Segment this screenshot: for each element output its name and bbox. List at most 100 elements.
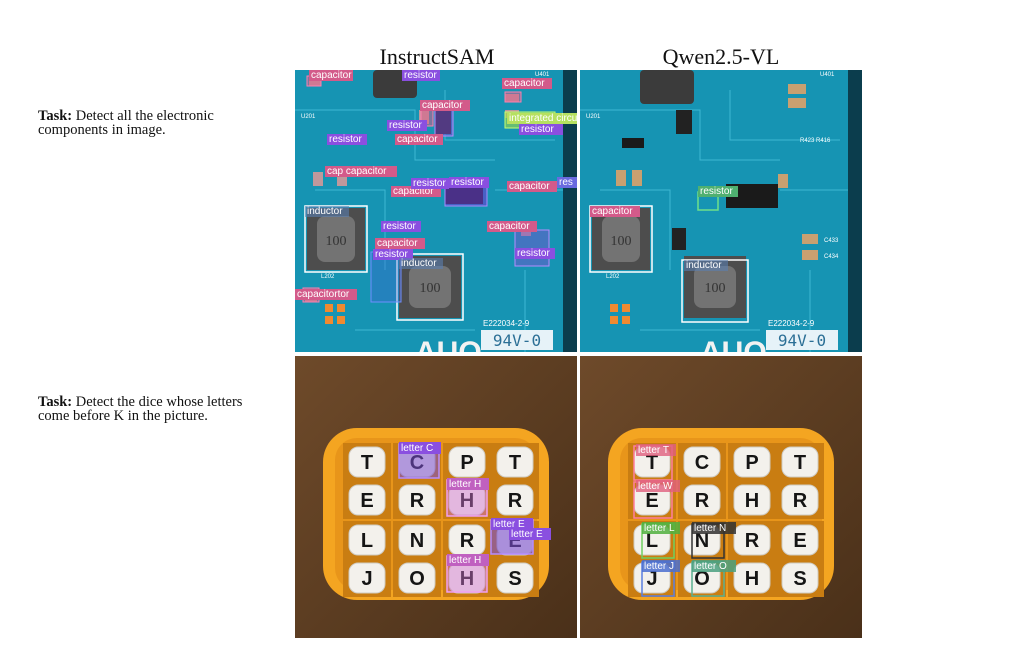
die-letter: S: [793, 568, 806, 590]
die-letter: H: [745, 568, 759, 590]
det-label: letter H: [449, 479, 481, 490]
det-label: letter T: [638, 445, 669, 456]
detection-labels: letter C letter H letter E letter E lett…: [399, 442, 551, 566]
die-letter: J: [646, 568, 657, 590]
det-label: cap capacitor: [327, 166, 387, 177]
die: [733, 524, 771, 556]
die-letter: R: [508, 490, 523, 512]
det-label: resistor: [413, 178, 446, 189]
det-label: letter O: [694, 561, 727, 572]
board-text: R423 R416: [800, 138, 831, 144]
det-label: resistor: [517, 248, 550, 259]
det-label: letter N: [694, 523, 726, 534]
die: [781, 562, 819, 594]
die-letter: E: [360, 490, 373, 512]
die: [398, 484, 436, 516]
die: [348, 446, 386, 478]
die-letter: T: [794, 452, 806, 474]
inductor-1: 100: [592, 208, 650, 270]
board-text: U401: [820, 72, 835, 78]
die-letter: T: [646, 452, 658, 474]
board-text: C433: [824, 238, 839, 244]
det-label: letter L: [644, 523, 675, 534]
detection-labels: letter T letter W letter L letter N lett…: [636, 444, 736, 572]
det-label: resistor: [404, 70, 437, 81]
board-text: C434: [824, 254, 839, 260]
board-text: L202: [321, 274, 335, 280]
det-label: resistor: [389, 120, 422, 131]
die: [496, 446, 534, 478]
board-text: AUO: [415, 336, 482, 352]
board-text: L202: [606, 274, 620, 280]
task-1: Task: Detect all the electronic componen…: [38, 108, 274, 138]
inductor-2: 100: [307, 208, 365, 270]
det-label: letter E: [511, 529, 543, 540]
det-label: capacitor: [393, 186, 434, 197]
die-letter: P: [460, 452, 473, 474]
det-label: resistor: [700, 186, 733, 197]
det-label: integrated circuit: [509, 113, 577, 124]
det-label: capacitor: [311, 70, 352, 81]
task-label: Task:: [38, 108, 73, 124]
die: [733, 562, 771, 594]
inductor-marking: 100: [420, 281, 441, 296]
die: [398, 562, 436, 594]
board-text: 94V-0: [493, 331, 541, 350]
die-letter: N: [695, 530, 709, 552]
board-text: U401: [535, 72, 550, 78]
die: [781, 524, 819, 556]
task-text: Detect the dice whose letters come befor…: [38, 394, 243, 424]
board-text: E222034-2-9: [768, 319, 815, 328]
die-letter: P: [745, 452, 758, 474]
die: [683, 484, 721, 516]
column-title-instructsam: InstructSAM: [379, 44, 495, 69]
die-letter: R: [460, 530, 475, 552]
det-label: capacitor: [592, 206, 633, 217]
det-label: letter E: [493, 519, 525, 530]
die: [448, 446, 486, 478]
die: [683, 446, 721, 478]
die-letter: E: [793, 530, 806, 552]
inductor-marking: 100: [326, 234, 347, 249]
die: [781, 484, 819, 516]
board-text: U201: [301, 114, 316, 120]
die-letter: L: [361, 530, 373, 552]
die-letter: J: [361, 568, 372, 590]
board-text: 94V-0: [778, 331, 826, 350]
task-2: Task: Detect the dice whose letters come…: [38, 394, 274, 424]
det-label: capacitor: [422, 100, 463, 111]
die-letter: N: [410, 530, 424, 552]
die-letter: T: [361, 452, 373, 474]
det-label: resistor: [451, 177, 484, 188]
die: [496, 484, 534, 516]
die-letter: R: [695, 490, 710, 512]
detection-labels: capacitor resistor capacitor capacitor r…: [295, 70, 577, 300]
die-letter: T: [509, 452, 521, 474]
die: [781, 446, 819, 478]
die: [348, 524, 386, 556]
board-text: E222034-2-9: [483, 319, 530, 328]
det-label: capacitor: [509, 181, 550, 192]
det-label: inductor: [686, 260, 722, 271]
die-letter: R: [793, 490, 808, 512]
det-label: letter H: [449, 555, 481, 566]
pcb-image-qwen: 100 100 U201 U401 L202 R423 R416 C433 C4…: [580, 70, 862, 352]
det-label: letter J: [644, 561, 674, 572]
det-label: inductor: [401, 258, 437, 269]
pcb-image-instructsam: 100 100 U201 U401 L202 E222034-2-9 94V-0: [295, 70, 577, 352]
det-label: capacitor: [489, 221, 530, 232]
det-label: resistor: [383, 221, 416, 232]
die-letter: H: [460, 568, 474, 590]
det-label: letter C: [401, 443, 433, 454]
task-text: Detect all the electronic components in …: [38, 108, 214, 138]
det-label: letter W: [638, 481, 673, 492]
die-letter: E: [645, 490, 658, 512]
task-label: Task:: [38, 394, 73, 410]
inductor-marking: 100: [705, 281, 726, 296]
det-label: res: [559, 177, 573, 188]
die-letter: R: [745, 530, 760, 552]
die: [733, 484, 771, 516]
board-text: AUO: [700, 336, 767, 352]
